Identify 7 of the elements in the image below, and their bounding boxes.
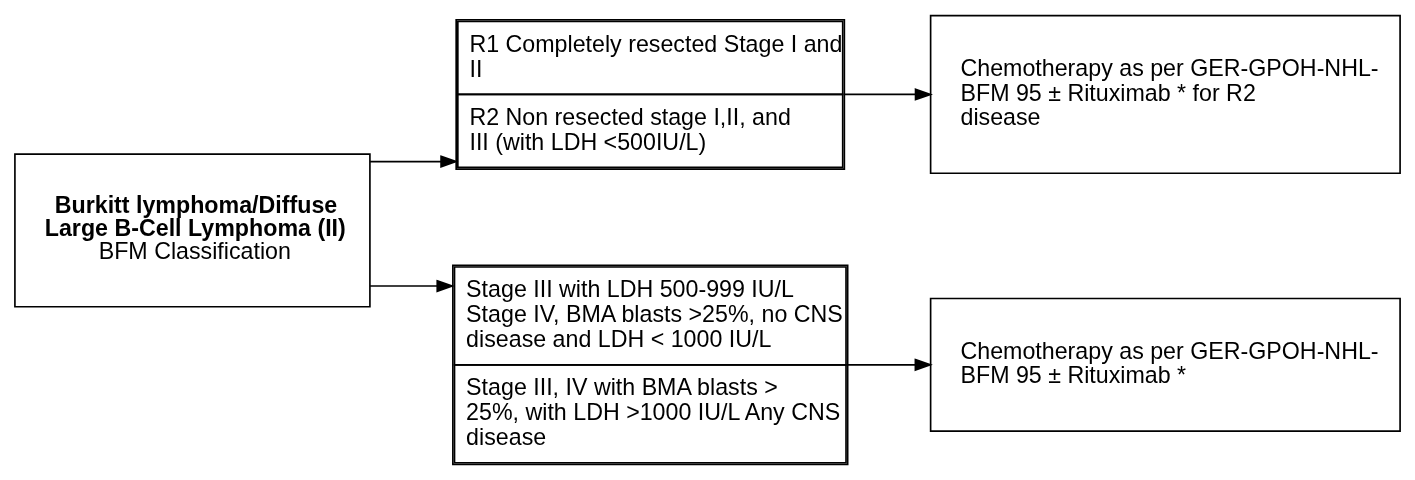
arrow bbox=[844, 88, 933, 101]
arrow bbox=[369, 279, 455, 293]
node-box: Chemotherapy as per GER-GPOH-NHL-BFM 95 ± Rituximab * bbox=[929, 297, 1401, 432]
node-box: Chemotherapy as per GER-GPOH-NHL-BFM 95 ± Rituximab * for R2 disease bbox=[929, 14, 1401, 175]
arrow bbox=[847, 358, 933, 372]
node-box: Burkitt lymphoma/Diffuse Large B-Cell Lymphoma (II) BFM Classification bbox=[14, 153, 371, 308]
arrow bbox=[369, 155, 459, 168]
